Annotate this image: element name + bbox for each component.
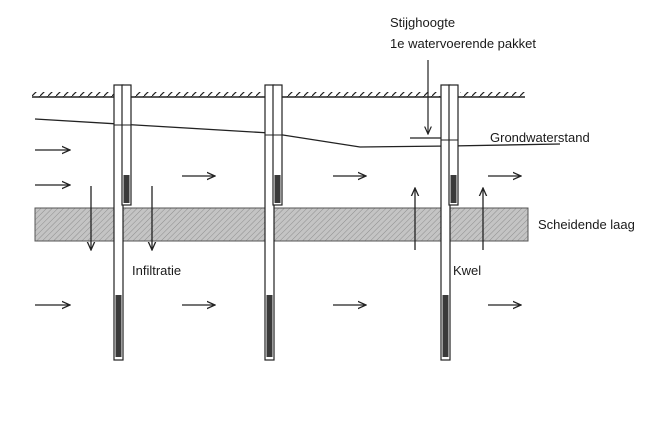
- groundwater-table-line: [34, 118, 561, 148]
- stijghoogte-label-line1: Stijghoogte: [390, 15, 455, 30]
- monitoring-well-middle: [264, 84, 283, 361]
- grondwaterstand-label: Grondwaterstand: [490, 130, 590, 145]
- infiltratie-label: Infiltratie: [132, 263, 181, 278]
- infiltration-arrows: [91, 186, 152, 250]
- seepage-arrows: [415, 188, 483, 250]
- monitoring-well-right: [440, 84, 459, 361]
- separating-layer: [34, 207, 529, 242]
- kwel-label: Kwel: [453, 263, 481, 278]
- flow-arrows-upper: [35, 150, 521, 185]
- scheidende-laag-label: Scheidende laag: [538, 217, 635, 232]
- stijghoogte-label-line2: 1e watervoerende pakket: [390, 36, 536, 51]
- monitoring-well-left: [113, 84, 132, 361]
